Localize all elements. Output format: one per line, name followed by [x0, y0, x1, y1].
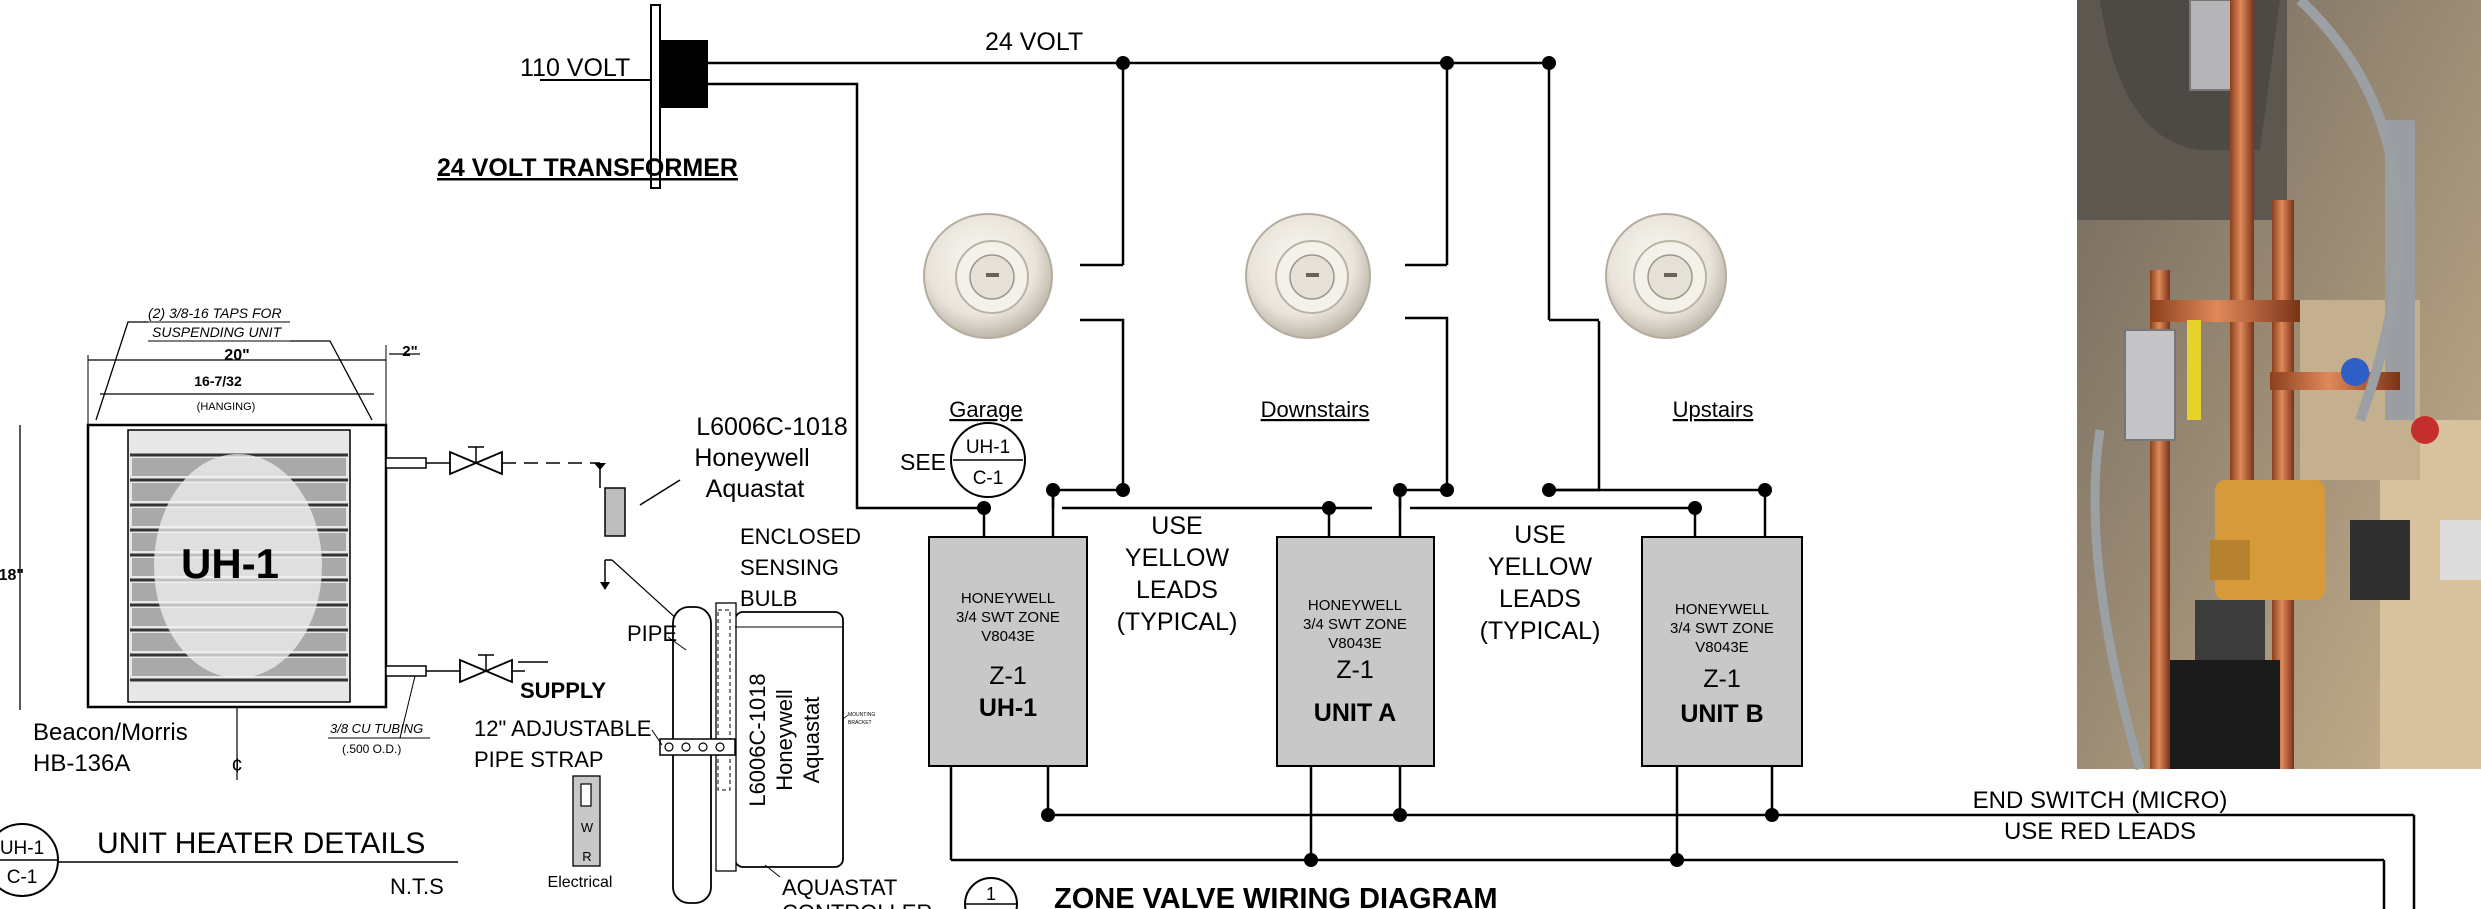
transformer: 110 VOLT 24 VOLT TRANSFORMER 24 VOLT [437, 4, 1083, 189]
thermostat-garage: Garage [923, 213, 1053, 422]
valve-line3: V8043E [1328, 635, 1381, 652]
taps-label-line1: (2) 3/8-16 TAPS FOR [148, 305, 282, 321]
valve-line1: HONEYWELL [1675, 601, 1769, 618]
see-label: SEE [900, 449, 946, 475]
aquastat-name: Aquastat [706, 475, 805, 503]
transformer-core [660, 40, 708, 108]
valve-unit: UNIT B [1680, 700, 1763, 728]
bulb-label-2: SENSING [740, 555, 839, 580]
unit-heater-details-title: UH-1 C-1 UNIT HEATER DETAILS N.T.S [0, 823, 458, 899]
valve-zone: Z-1 [989, 662, 1027, 690]
supply-label: SUPPLY [520, 678, 606, 703]
thermostat-label-downstairs: Downstairs [1261, 397, 1370, 422]
note-line: YELLOW [1125, 544, 1230, 572]
mounting-label-2: BRACKET [848, 720, 872, 726]
thermostat-label-garage: Garage [949, 397, 1022, 422]
end-switch-line2: USE RED LEADS [2004, 818, 2196, 845]
electrical-r: R [582, 849, 591, 864]
controller-label-1: AQUASTAT [782, 875, 897, 900]
valve-line3: V8043E [981, 628, 1034, 645]
thermostat-label-upstairs: Upstairs [1673, 397, 1754, 422]
tubing-label-line1: 3/8 CU TUBING [330, 721, 423, 736]
zone-valve-uh1: HONEYWELL 3/4 SWT ZONE V8043E Z-1 UH-1 [928, 536, 1088, 767]
valve-line2: 3/4 SWT ZONE [1670, 620, 1774, 637]
note-line: LEADS [1136, 576, 1218, 604]
details-scale: N.T.S [390, 874, 444, 899]
note-line: USE [1514, 521, 1565, 549]
electrical-label: Electrical [548, 874, 613, 891]
wiring-title-text: ZONE VALVE WIRING DIAGRAM [1054, 883, 1498, 909]
unit-heater-tag: UH-1 [181, 540, 279, 587]
bulb-label-3: BULB [740, 586, 797, 611]
see-ref-top: UH-1 [966, 437, 1010, 458]
controller-label-2: CONTROLLER [782, 900, 932, 909]
tubing-label-line2: (.500 O.D.) [342, 742, 401, 756]
bus-wires [708, 61, 2416, 909]
maker-line2: HB-136A [33, 750, 130, 777]
clearance-dim: 2" [402, 343, 417, 360]
valve-unit: UH-1 [979, 694, 1037, 722]
valve-line1: HONEYWELL [961, 590, 1055, 607]
note-line: USE [1151, 512, 1202, 540]
pipe-label: PIPE [627, 621, 677, 646]
details-tag-bottom: C-1 [7, 867, 38, 888]
zone-valve-unit-b: HONEYWELL 3/4 SWT ZONE V8043E Z-1 UNIT B [1641, 536, 1803, 767]
height-dim: 18" [0, 567, 24, 584]
valve-line2: 3/4 SWT ZONE [1303, 616, 1407, 633]
hanging-dim: 16-7/32 [194, 373, 242, 389]
strap-label-2: PIPE STRAP [474, 747, 604, 772]
unit-heater-detail: (2) 3/8-16 TAPS FOR SUSPENDING UNIT 20" … [0, 305, 606, 780]
mounting-label-1: MOUNTING [848, 712, 875, 718]
thermostat-upstairs: Upstairs [1605, 213, 1754, 422]
transformer-title: 24 VOLT TRANSFORMER [437, 154, 738, 182]
bulb-label-1: ENCLOSED [740, 524, 861, 549]
bulb-symbol [604, 487, 626, 537]
details-tag-top: UH-1 [0, 838, 44, 859]
details-title-text: UNIT HEATER DETAILS [97, 827, 425, 860]
aquastat-detail: L6006C-1018 Honeywell Aquastat L6006C-10… [474, 413, 932, 909]
note-line: YELLOW [1488, 553, 1593, 581]
valve-unit: UNIT A [1314, 699, 1396, 727]
aquastat-body-brand: Honeywell [772, 689, 797, 791]
boiler-room-photo [2077, 0, 2481, 771]
strap-label-1: 12" ADJUSTABLE [474, 716, 651, 741]
wiring-title-number: 1 [986, 884, 996, 904]
thermostat-downstairs: Downstairs [1245, 213, 1371, 422]
valve-line1: HONEYWELL [1308, 597, 1402, 614]
valve-line3: V8043E [1695, 639, 1748, 656]
end-switch-note: END SWITCH (MICRO) USE RED LEADS [1973, 787, 2228, 845]
centerline-symbol: ¢ [231, 755, 242, 777]
aquastat-body-name: Aquastat [799, 697, 824, 784]
aquastat-body-model: L6006C-1018 [745, 673, 770, 806]
valve-zone: Z-1 [1703, 665, 1741, 693]
note-line: LEADS [1499, 585, 1581, 613]
valve-zone: Z-1 [1336, 656, 1374, 684]
aquastat-model: L6006C-1018 [696, 413, 848, 441]
wiring-diagram-title: 1 ZONE VALVE WIRING DIAGRAM [964, 877, 1498, 909]
transformer-output-label: 24 VOLT [985, 28, 1083, 56]
yellow-leads-note-1: USE YELLOW LEADS (TYPICAL) [1117, 512, 1238, 636]
yellow-leads-note-2: USE YELLOW LEADS (TYPICAL) [1480, 521, 1601, 645]
junction-dots [977, 56, 1779, 867]
note-line: (TYPICAL) [1480, 617, 1601, 645]
transformer-input-label: 110 VOLT [520, 54, 630, 82]
electrical-w: W [581, 820, 594, 835]
note-line: (TYPICAL) [1117, 608, 1238, 636]
maker-line1: Beacon/Morris [33, 719, 188, 746]
hanging-label: (HANGING) [197, 401, 256, 413]
valve-line2: 3/4 SWT ZONE [956, 609, 1060, 626]
see-ref-bottom: C-1 [973, 468, 1004, 489]
taps-label-line2: SUSPENDING UNIT [152, 324, 283, 340]
see-reference: SEE UH-1 C-1 [900, 422, 1026, 498]
end-switch-line1: END SWITCH (MICRO) [1973, 787, 2228, 814]
aquastat-brand: Honeywell [694, 444, 809, 472]
width-dim: 20" [224, 347, 249, 364]
zone-valve-unit-a: HONEYWELL 3/4 SWT ZONE V8043E Z-1 UNIT A [1276, 536, 1435, 767]
